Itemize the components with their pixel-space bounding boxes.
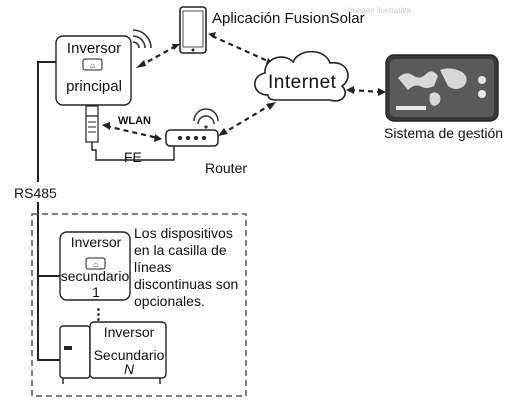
watermark: Imagen ilustrativa (348, 6, 411, 15)
fe-cable (91, 142, 175, 161)
internet-label: Internet (268, 72, 337, 93)
main-inverter-label-line1: Inversor (66, 40, 122, 57)
fe-label: FE (124, 149, 142, 165)
inverter-icon (82, 58, 103, 71)
router-label: Router (205, 160, 248, 176)
secondary-n-label-line1: Inversor (103, 324, 155, 340)
inverter-icon (85, 257, 106, 270)
secondary-1-label-line3: 1 (92, 284, 100, 300)
main-inverter-label-line2: principal (66, 78, 122, 95)
secondary-1-label-line1: Inversor (70, 234, 122, 250)
secondary-inverter-1: ⌂ (59, 231, 131, 301)
secondary-n-label-line3: N (123, 361, 135, 377)
optional-note: Los dispositivos en la casilla de líneas… (134, 225, 239, 309)
router-icon (165, 108, 219, 147)
link-wlan (105, 124, 159, 140)
rs485-label: RS485 (14, 185, 57, 201)
main-inverter: ⌂ (55, 35, 132, 106)
smartphone-icon (179, 6, 207, 54)
link-phone-cloud (211, 34, 271, 64)
secondary-n-label-line2: Secundario (93, 347, 165, 363)
rs485-bus-lower (37, 202, 62, 361)
link-inverter-phone (139, 45, 177, 67)
app-label: Aplicación FusionSolar (212, 10, 365, 27)
monitor-icon (385, 54, 499, 122)
smart-dongle-icon (85, 105, 99, 143)
svg-text:⌂: ⌂ (93, 260, 98, 269)
svg-text:⌂: ⌂ (90, 61, 95, 70)
management-label: Sistema de gestión (384, 125, 504, 141)
wlan-label: WLAN (118, 115, 151, 127)
cloud-icon (254, 50, 349, 102)
rs485-bus-upper (37, 61, 56, 182)
link-cloud-management (349, 88, 381, 94)
link-router-cloud (221, 103, 273, 135)
wifi-icon (132, 29, 152, 49)
ellipsis: ⋮ (91, 306, 106, 323)
secondary-inverter-n (59, 321, 167, 384)
optional-devices-box (31, 213, 247, 397)
secondary-1-label-line2: secundario (60, 268, 130, 284)
